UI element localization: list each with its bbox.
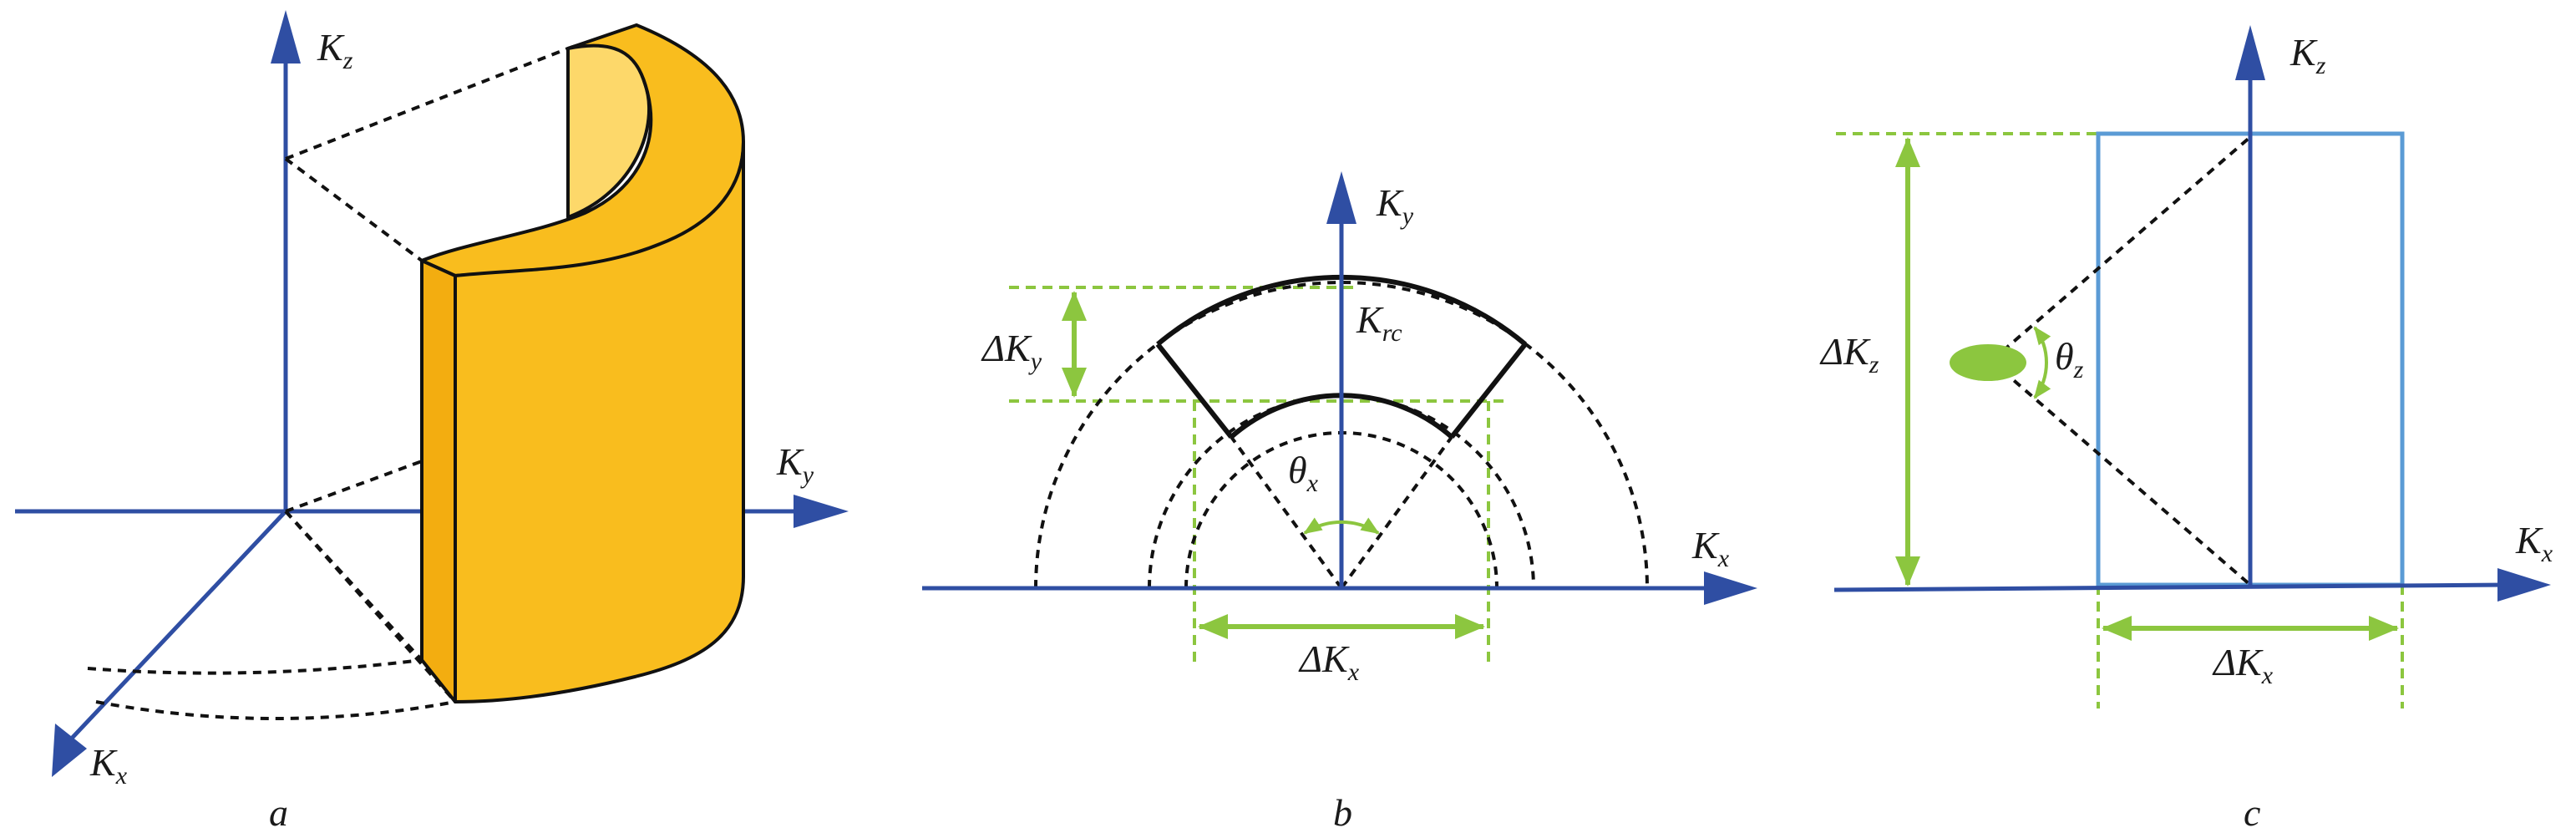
shell-outer-face bbox=[454, 140, 745, 703]
panel-c: Kz Kx θz ΔKz ΔKx c bbox=[1819, 25, 2553, 834]
green-guides bbox=[1009, 286, 1504, 668]
ky-arrowhead-b bbox=[1326, 171, 1356, 224]
kz-arrowhead-c bbox=[2235, 25, 2265, 80]
label-kx-c: Kx bbox=[2515, 519, 2553, 567]
ky-arrowhead bbox=[794, 495, 849, 528]
source-spot bbox=[1950, 344, 2026, 381]
shell-side-face bbox=[420, 259, 457, 703]
kz-arrowhead bbox=[271, 10, 301, 63]
kx-axis-c bbox=[1833, 582, 2507, 592]
panel-b: Ky Kx Krc θx ΔKy ΔKx b bbox=[922, 171, 1757, 834]
cylindrical-shell bbox=[420, 23, 745, 703]
panel-label-b: b bbox=[1333, 791, 1352, 834]
panel-label-c: c bbox=[2244, 791, 2260, 834]
label-ky-b: Ky bbox=[1376, 181, 1414, 230]
label-kx: Kx bbox=[89, 741, 128, 790]
label-theta-z: θz bbox=[2055, 335, 2084, 383]
axes-2d-b bbox=[922, 171, 1757, 605]
label-ky: Ky bbox=[776, 440, 814, 489]
cone-lines bbox=[1990, 135, 2252, 587]
panel-label-a: a bbox=[269, 791, 288, 834]
kx-axis bbox=[63, 510, 287, 747]
kx-arrowhead-b bbox=[1704, 571, 1757, 605]
label-delta-kx: ΔKx bbox=[1298, 637, 1360, 686]
label-krc: Krc bbox=[1356, 298, 1402, 347]
label-delta-ky: ΔKy bbox=[981, 327, 1042, 375]
label-delta-kz: ΔKz bbox=[1819, 330, 1879, 378]
label-kz: Kz bbox=[317, 26, 353, 74]
panel-a: Kz Ky Kx a bbox=[15, 10, 849, 834]
axes-2d-c bbox=[1833, 25, 2551, 602]
theta-x-arc bbox=[1303, 517, 1380, 535]
label-kx-b: Kx bbox=[1691, 524, 1730, 572]
theta-z-arc bbox=[2033, 326, 2051, 399]
label-delta-kx-c: ΔKx bbox=[2212, 641, 2274, 689]
kx-arrowhead-c bbox=[2497, 568, 2551, 602]
outer-dashed-arc bbox=[1034, 281, 1649, 589]
label-kz-c: Kz bbox=[2289, 31, 2326, 79]
green-guides-c bbox=[1836, 132, 2404, 708]
axes-3d bbox=[15, 10, 849, 777]
label-theta-x: θx bbox=[1288, 449, 1319, 497]
sector-radii bbox=[1230, 435, 1453, 590]
kx-arrowhead bbox=[52, 724, 87, 777]
